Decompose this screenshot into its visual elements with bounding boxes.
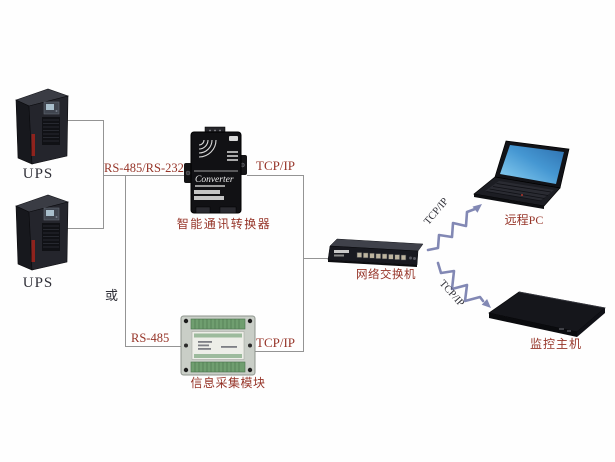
converter-tcpip-line — [247, 175, 304, 176]
module-label: 信息采集模块 — [190, 376, 266, 390]
rs485-rs232-label: RS-485/RS-232 — [104, 161, 184, 175]
converter-brand-text: Converter — [195, 175, 234, 185]
ups1-link-line — [66, 120, 104, 121]
monitor-host-device-image — [488, 291, 606, 337]
rs485-label: RS-485 — [131, 331, 170, 345]
monitor-host-label: 监控主机 — [529, 337, 582, 351]
laptop-device-image — [473, 140, 570, 209]
ups-bottom-label: UPS — [22, 275, 54, 291]
rs485-line — [125, 346, 181, 347]
or-label: 或 — [105, 288, 119, 303]
ups2-link-line — [66, 228, 104, 229]
module-tcpip-line — [255, 351, 304, 352]
converter-device-image: Converter — [184, 126, 247, 214]
network-switch-device-image — [327, 238, 424, 267]
rs485-rs232-line — [104, 175, 190, 176]
switch-label: 网络交换机 — [356, 269, 416, 281]
tcpip-converter-label: TCP/IP — [256, 158, 296, 173]
ups-tower-top-image — [15, 88, 70, 165]
ups-bus-line — [103, 120, 104, 229]
tcpip-module-label: TCP/IP — [256, 335, 296, 350]
data-module-device-image — [180, 315, 256, 376]
remote-pc-label: 远程PC — [504, 213, 544, 227]
or-branch-line — [125, 176, 126, 346]
ups-top-label: UPS — [22, 166, 54, 182]
converter-label: 智能通讯转换器 — [176, 217, 272, 231]
tcpip-bus-line — [303, 175, 304, 352]
ups-tower-bottom-image — [15, 194, 70, 271]
zigzag-arrow-to-host — [436, 261, 491, 308]
zigzag-arrow-to-pc — [426, 204, 482, 252]
switch-link-line — [304, 258, 328, 259]
